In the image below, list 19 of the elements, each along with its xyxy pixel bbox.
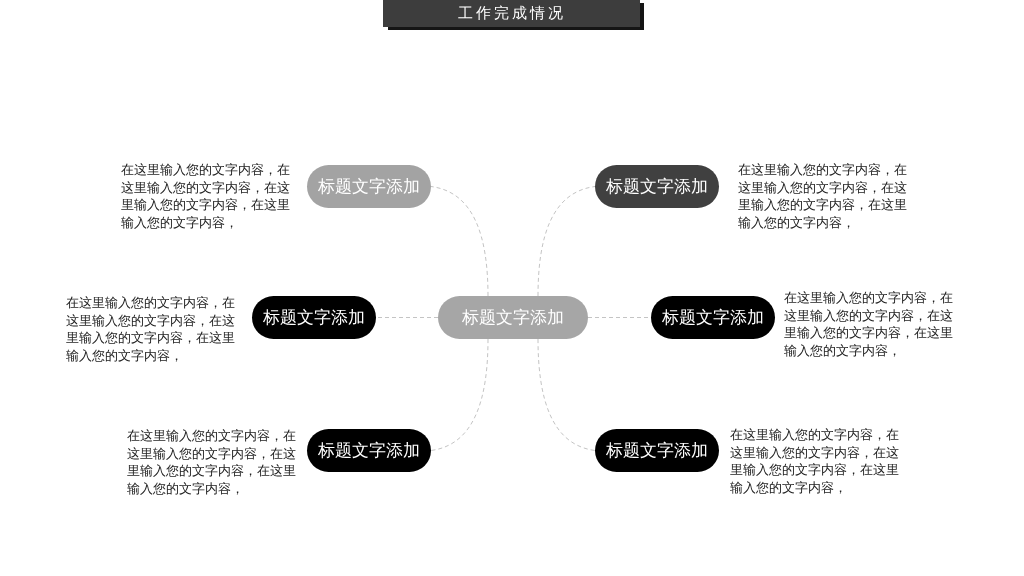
description-text: 在这里输入您的文字内容，在这里输入您的文字内容，在这里输入您的文字内容，在这里输入您的文字内容，: [784, 289, 954, 360]
topic-pill: 标题文字添加: [651, 296, 775, 339]
connector-line: [430, 338, 489, 451]
connector-line: [375, 317, 439, 318]
topic-pill: 标题文字添加: [252, 296, 376, 339]
connector-line: [430, 186, 489, 297]
connector-line: [537, 186, 596, 297]
central-topic-pill: 标题文字添加: [438, 296, 588, 339]
title-bar: 工作完成情况: [383, 0, 644, 30]
description-text: 在这里输入您的文字内容，在这里输入您的文字内容，在这里输入您的文字内容，在这里输入您的文字内容，: [127, 427, 297, 498]
description-text: 在这里输入您的文字内容，在这里输入您的文字内容，在这里输入您的文字内容，在这里输入您的文字内容，: [730, 426, 900, 497]
topic-pill: 标题文字添加: [307, 165, 431, 208]
topic-pill: 标题文字添加: [595, 165, 719, 208]
description-text: 在这里输入您的文字内容，在这里输入您的文字内容，在这里输入您的文字内容，在这里输入您的文字内容，: [121, 161, 291, 232]
topic-pill: 标题文字添加: [307, 429, 431, 472]
topic-pill: 标题文字添加: [595, 429, 719, 472]
connector-line: [537, 338, 596, 451]
description-text: 在这里输入您的文字内容，在这里输入您的文字内容，在这里输入您的文字内容，在这里输入您的文字内容，: [66, 294, 236, 365]
description-text: 在这里输入您的文字内容，在这里输入您的文字内容，在这里输入您的文字内容，在这里输入您的文字内容，: [738, 161, 908, 232]
